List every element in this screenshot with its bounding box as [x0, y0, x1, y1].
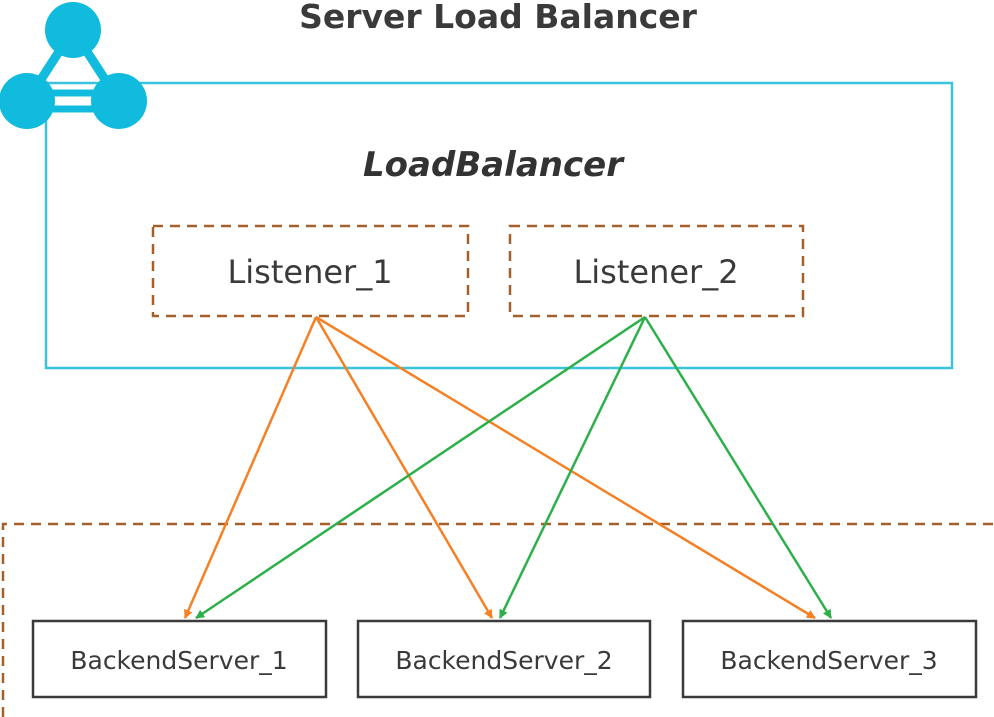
backend-server-2-label: BackendServer_2: [395, 646, 612, 675]
backend-server-1-box: [31, 619, 328, 699]
load-balancer-label: LoadBalancer: [363, 145, 625, 185]
listener-2-label: Listener_2: [573, 253, 738, 291]
backend-server-2: BackendServer_2: [356, 619, 652, 699]
backend-server-1: BackendServer_1: [31, 619, 328, 699]
arrow-listener-2-to-backend-server-1: [195, 315, 646, 620]
arrow-listener-1-to-backend-server-2: [314, 316, 494, 619]
backend-server-3: BackendServer_3: [681, 619, 978, 699]
backend-server-group: [1, 522, 994, 717]
backend-server-3-box: [681, 619, 978, 699]
diagram-title: Server Load Balancer: [299, 0, 698, 36]
load-balancer-network-icon: [0, 2, 147, 129]
backend-server-2-box: [356, 619, 652, 699]
listener-2-box: [508, 224, 805, 318]
listener-2-connections: [195, 315, 833, 620]
load-balancer-box: [44, 81, 954, 370]
backend-server-1-label: BackendServer_1: [70, 646, 287, 675]
arrow-listener-2-to-backend-server-3: [643, 316, 833, 619]
backend-server-3-label: BackendServer_3: [720, 646, 937, 675]
listener-1-box: [151, 224, 470, 318]
arrow-listener-1-to-backend-server-1: [183, 316, 318, 619]
arrow-listener-2-to-backend-server-2: [498, 316, 647, 619]
listener-2: Listener_2: [508, 224, 805, 318]
listener-1-connections: [183, 315, 816, 620]
arrow-listener-1-to-backend-server-3: [315, 315, 816, 620]
listener-1-label: Listener_1: [227, 253, 392, 291]
listener-1: Listener_1: [151, 224, 470, 318]
